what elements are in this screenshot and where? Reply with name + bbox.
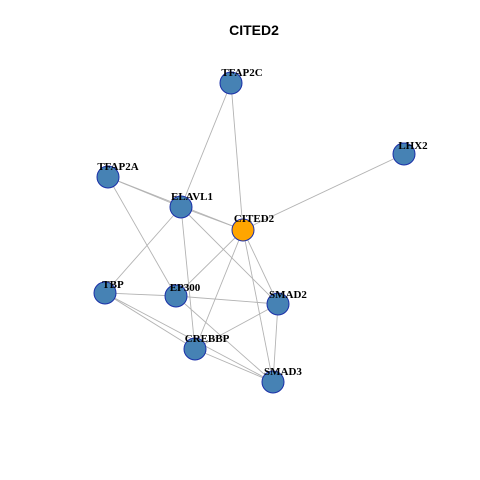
node-elavl1[interactable] <box>169 195 193 219</box>
node-label-crebbp: CREBBP <box>185 333 230 345</box>
edge-tfap2c-elavl1 <box>180 82 232 208</box>
node-label-lhx2: LHX2 <box>398 140 428 152</box>
node-label-smad2: SMAD2 <box>269 289 307 301</box>
node-ep300[interactable] <box>164 284 188 308</box>
edge-elavl1-tbp <box>104 206 182 294</box>
node-label-ep300: EP300 <box>170 282 201 294</box>
edge-tfap2a-ep300 <box>107 176 177 297</box>
nodes-layer <box>93 71 416 394</box>
edge-cited2-smad2 <box>242 229 279 305</box>
edge-ep300-smad3 <box>175 295 274 383</box>
edge-cited2-ep300 <box>175 229 244 297</box>
node-tbp[interactable] <box>93 281 117 305</box>
edge-tbp-crebbp <box>104 292 196 350</box>
edge-tbp-smad3 <box>104 292 274 383</box>
edge-cited2-smad3 <box>242 229 274 383</box>
node-label-tbp: TBP <box>102 279 124 291</box>
edge-smad2-crebbp <box>194 303 279 350</box>
edge-cited2-crebbp <box>194 229 244 350</box>
node-label-elavl1: ELAVL1 <box>171 191 213 203</box>
edge-elavl1-smad2 <box>180 206 279 305</box>
node-cited2[interactable] <box>231 218 255 242</box>
edge-elavl1-crebbp <box>180 206 196 350</box>
edge-ep300-smad2 <box>175 295 279 305</box>
diagram-title: CITED2 <box>229 22 279 38</box>
node-lhx2[interactable] <box>392 142 416 166</box>
node-label-cited2: CITED2 <box>234 213 275 225</box>
edge-smad2-smad3 <box>272 303 279 383</box>
edge-tbp-ep300 <box>104 292 177 297</box>
edge-lhx2-cited2 <box>242 153 405 231</box>
node-smad2[interactable] <box>266 292 290 316</box>
node-crebbp[interactable] <box>183 337 207 361</box>
node-tfap2c[interactable] <box>219 71 243 95</box>
edges-layer <box>104 82 405 383</box>
node-label-tfap2c: TFAP2C <box>221 67 262 79</box>
edge-tfap2c-cited2 <box>230 82 244 231</box>
node-label-smad3: SMAD3 <box>264 366 302 378</box>
edge-crebbp-smad3 <box>194 348 274 383</box>
node-label-tfap2a: TFAP2A <box>97 161 138 173</box>
node-tfap2a[interactable] <box>96 165 120 189</box>
node-smad3[interactable] <box>261 370 285 394</box>
